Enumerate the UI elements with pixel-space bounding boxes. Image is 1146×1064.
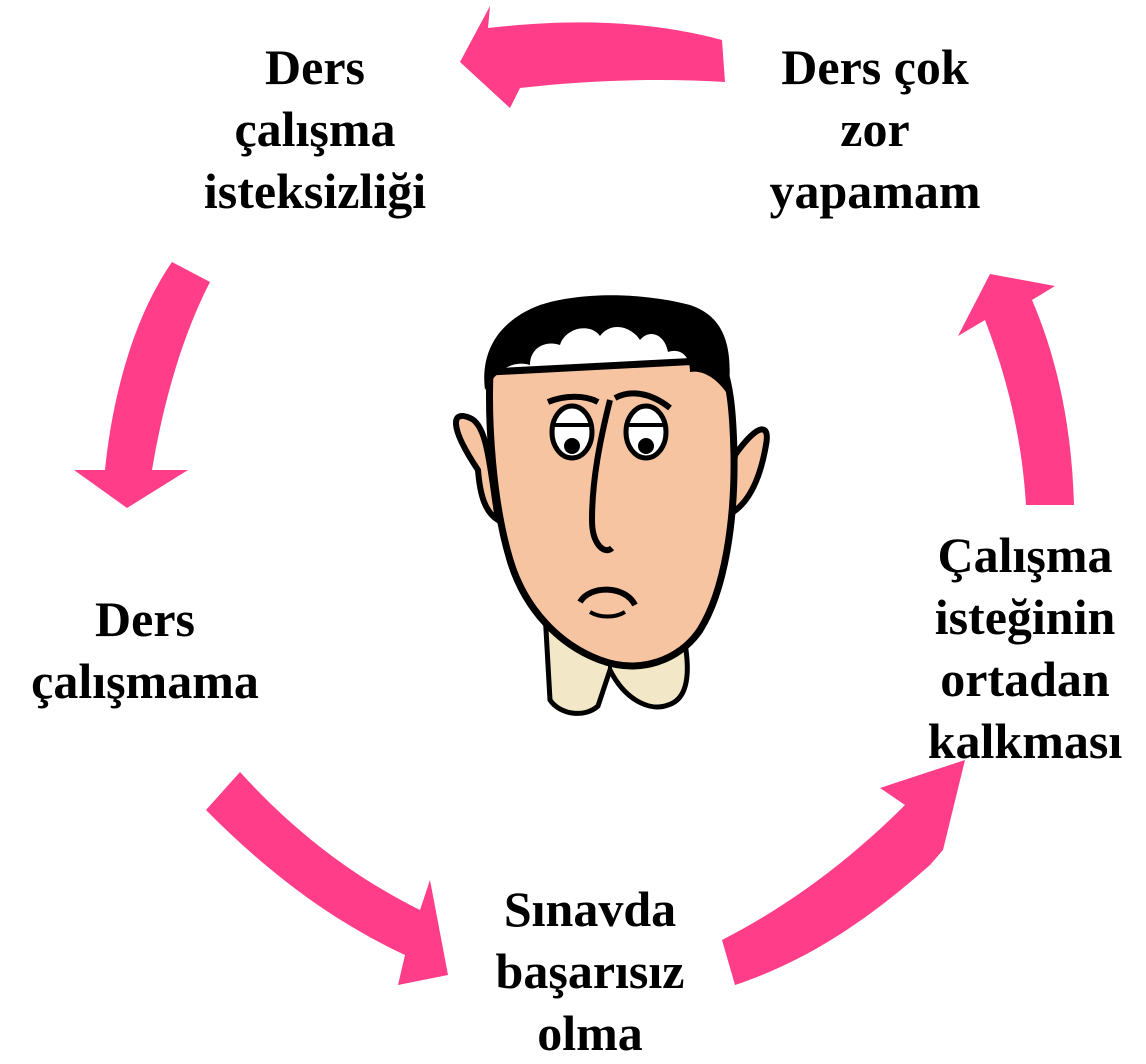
right-ear — [724, 426, 770, 521]
node-bottom-line-3: olma — [537, 1005, 643, 1061]
node-top-right-line-1: Ders çok — [781, 39, 969, 95]
node-top-right: Ders çok zor yapamam — [720, 36, 1030, 222]
node-right-line-4: kalkması — [927, 713, 1123, 769]
node-bottom-line-1: Sınavda — [503, 881, 677, 937]
hair — [484, 295, 730, 395]
left-ear — [453, 413, 502, 526]
node-left: Ders çalışmama — [0, 588, 290, 712]
arrow-bottom-left — [206, 772, 448, 985]
face — [486, 356, 738, 670]
node-bottom: Sınavda başarısız olma — [460, 878, 720, 1064]
node-top-left: Ders çalışma isteksizliği — [170, 36, 460, 222]
arrow-bottom-right — [722, 760, 965, 985]
arrow-top — [460, 6, 725, 108]
node-left-line-2: çalışmama — [31, 653, 259, 709]
node-right-line-2: isteğinin — [934, 589, 1116, 645]
sad-face-icon — [453, 295, 770, 716]
arrow-right — [958, 274, 1074, 505]
node-right: Çalışma isteğinin ortadan kalkması — [905, 524, 1145, 772]
node-top-left-line-3: isteksizliği — [203, 163, 427, 219]
arrow-left — [74, 262, 210, 508]
node-top-left-line-2: çalışma — [234, 101, 396, 157]
node-left-line-1: Ders — [95, 591, 195, 647]
node-top-left-line-1: Ders — [265, 39, 365, 95]
node-bottom-line-2: başarısız — [495, 943, 685, 999]
node-right-line-1: Çalışma — [937, 527, 1113, 583]
node-right-line-3: ortadan — [940, 651, 1110, 707]
node-top-right-line-3: yapamam — [769, 163, 981, 219]
node-top-right-line-2: zor — [840, 101, 910, 157]
